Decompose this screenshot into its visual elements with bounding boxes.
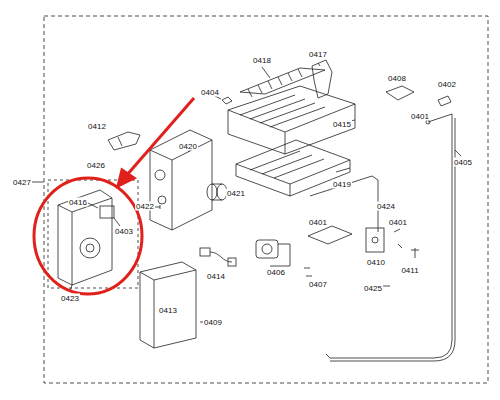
callout-number: 0414: [206, 272, 226, 281]
fill-tube: [326, 96, 461, 361]
motor-module: [58, 190, 120, 292]
leader: [30, 182, 44, 183]
switch-bracket: [366, 228, 384, 252]
callout-number: 0420: [178, 142, 198, 151]
callout-number: 0401: [308, 218, 328, 227]
callout-number: 0403: [114, 227, 134, 236]
assembly-frame: [44, 16, 488, 383]
highlight: [34, 98, 194, 294]
callout-number: 0416: [68, 198, 88, 207]
ice-mold: [228, 86, 355, 154]
wire-harness: [200, 248, 236, 266]
group-frame: [48, 180, 138, 288]
callout-number: 0402: [437, 80, 457, 89]
bracket-plate: [308, 226, 352, 244]
callout-number: 0409: [203, 318, 223, 327]
ejector-comb: [240, 67, 325, 97]
callout-number: 0417: [308, 50, 328, 59]
callout-number: 0408: [387, 74, 407, 83]
callout-number: 0412: [87, 122, 107, 131]
callout-number: 0405: [453, 158, 473, 167]
clip: [222, 97, 232, 104]
callout-number: 0410: [366, 258, 386, 267]
callout-number: 0419: [332, 180, 352, 189]
callout-number: 0407: [308, 280, 328, 289]
callout-number: 0406: [266, 268, 286, 277]
callout-number: 0425: [363, 284, 383, 293]
front-cover: [140, 262, 196, 348]
callout-number: 0421: [226, 189, 246, 198]
lever: [108, 132, 140, 150]
callout-number: 0404: [200, 88, 220, 97]
callout-number: 0411: [400, 266, 419, 275]
clip: [411, 248, 419, 258]
callout-number: 0415: [332, 120, 352, 129]
callout-number: 0426: [86, 161, 106, 170]
callout-number: 0418: [252, 56, 272, 65]
callout-number: 0413: [158, 306, 178, 315]
callout-number: 0401: [388, 218, 408, 227]
callout-number: 0423: [60, 294, 80, 303]
module-housing: [150, 130, 212, 230]
water-valve: [256, 240, 290, 266]
callout-number: 0422: [135, 202, 155, 211]
callout-number: 0401: [410, 112, 430, 121]
mold-cover: [312, 60, 332, 98]
callout-number: 0424: [376, 202, 396, 211]
switch: [386, 86, 414, 100]
callout-number: 0427: [12, 178, 32, 187]
screw: [394, 229, 402, 248]
screw: [304, 268, 312, 276]
